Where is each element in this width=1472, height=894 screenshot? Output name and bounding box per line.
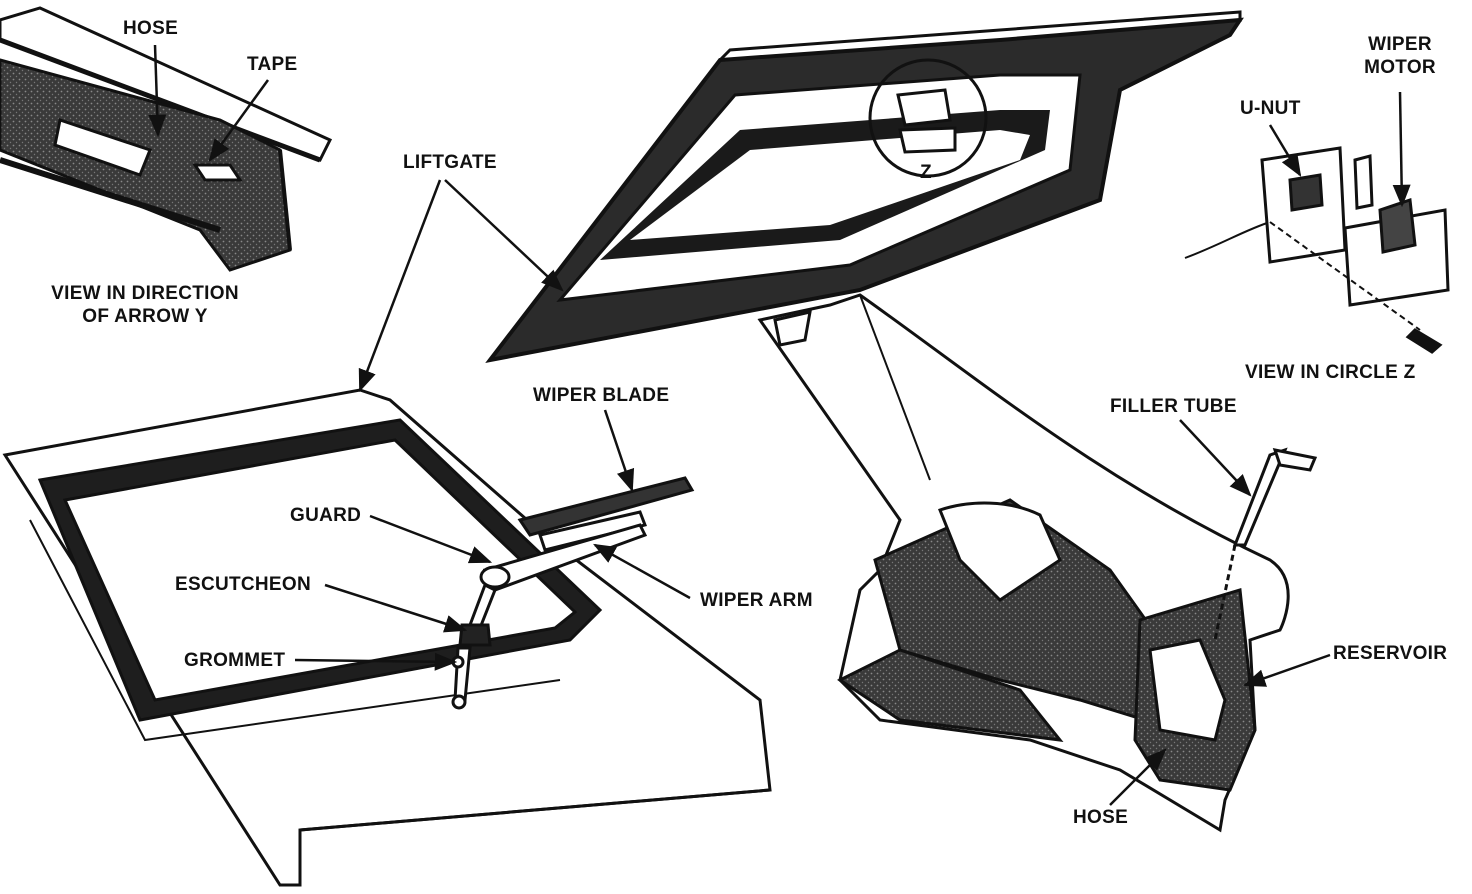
label-wiper-motor-line1: WIPER xyxy=(1368,34,1432,55)
label-tape: TAPE xyxy=(247,54,298,75)
label-view-circle-z: VIEW IN CIRCLE Z xyxy=(1245,362,1416,383)
label-reservoir: RESERVOIR xyxy=(1333,643,1448,664)
label-u-nut: U-NUT xyxy=(1240,98,1301,119)
inset-arrow-y xyxy=(0,6,333,272)
label-hose-bottom: HOSE xyxy=(1073,807,1129,828)
label-view-arrow-y: VIEW IN DIRECTION OF ARROW Y xyxy=(40,283,250,329)
filler-tube-part xyxy=(1213,447,1318,641)
wiper-motor-detail xyxy=(1184,146,1450,354)
label-wiper-motor-line2: MOTOR xyxy=(1364,56,1436,78)
label-liftgate: LIFTGATE xyxy=(403,152,497,173)
label-wiper-motor: WIPER MOTOR xyxy=(1355,34,1445,80)
liftgate-closed xyxy=(2,388,772,887)
label-wiper-arm: WIPER ARM xyxy=(700,590,813,611)
quarter-panel xyxy=(757,293,1290,833)
label-guard: GUARD xyxy=(290,505,362,526)
label-view-arrow-y-line1: VIEW IN DIRECTION xyxy=(51,283,239,304)
label-wiper-blade: WIPER BLADE xyxy=(533,385,670,406)
label-grommet: GROMMET xyxy=(184,650,286,671)
label-escutcheon: ESCUTCHEON xyxy=(175,574,312,595)
leader-lines xyxy=(148,44,1411,806)
label-view-arrow-y-line2: OF ARROW Y xyxy=(82,305,208,327)
label-circle-z: Z xyxy=(920,162,932,183)
label-hose-top: HOSE xyxy=(123,18,179,39)
circle-z xyxy=(868,58,988,178)
wiper-assembly xyxy=(451,476,695,710)
label-filler-tube: FILLER TUBE xyxy=(1110,396,1237,417)
